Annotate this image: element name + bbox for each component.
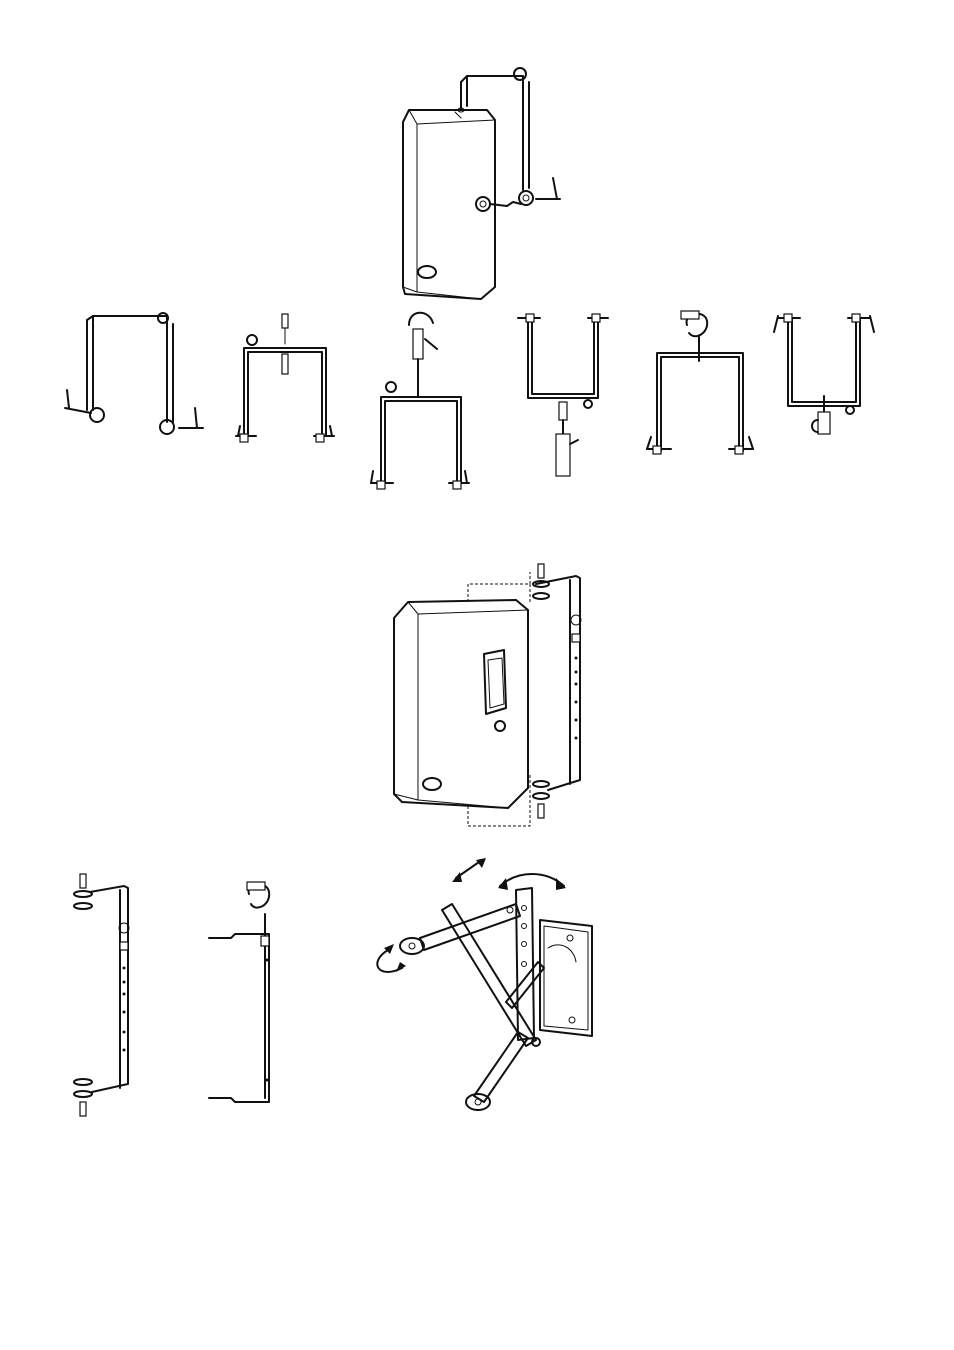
vertical-bracket-clamp-icon — [205, 880, 285, 1110]
speaker-with-vertical-bracket-icon — [388, 562, 603, 832]
vertical-bracket-figure — [68, 870, 148, 1120]
vertical-bracket-bolts-icon — [68, 870, 148, 1120]
ubracket-inverted-pole-figure — [512, 310, 612, 480]
yoke-bracket-with-clamp-handles-icon — [55, 310, 215, 445]
u-bracket-half-coupler-icon — [643, 305, 763, 460]
wall-mount-articulated-arm-icon — [360, 852, 620, 1117]
u-bracket-hook-icon — [772, 310, 882, 440]
u-bracket-eyebolt-icon — [232, 310, 342, 450]
ubracket-eyebolt-figure — [232, 310, 342, 450]
u-bracket-inverted-pole-icon — [512, 310, 612, 480]
ubracket-pipe-clamp-figure — [365, 305, 475, 495]
yoke-clamp-figure — [55, 310, 215, 445]
speaker-with-yoke-bracket-icon — [395, 62, 585, 307]
speaker-yoke-figure — [395, 62, 585, 307]
ubracket-half-coupler-figure — [643, 305, 763, 460]
speaker-vertical-bracket-figure — [388, 562, 603, 832]
u-bracket-pipe-clamp-icon — [365, 305, 475, 495]
wall-mount-arm-figure — [360, 852, 620, 1117]
ubracket-hook-figure — [772, 310, 882, 440]
vertical-bracket-clamp-figure — [205, 880, 285, 1110]
